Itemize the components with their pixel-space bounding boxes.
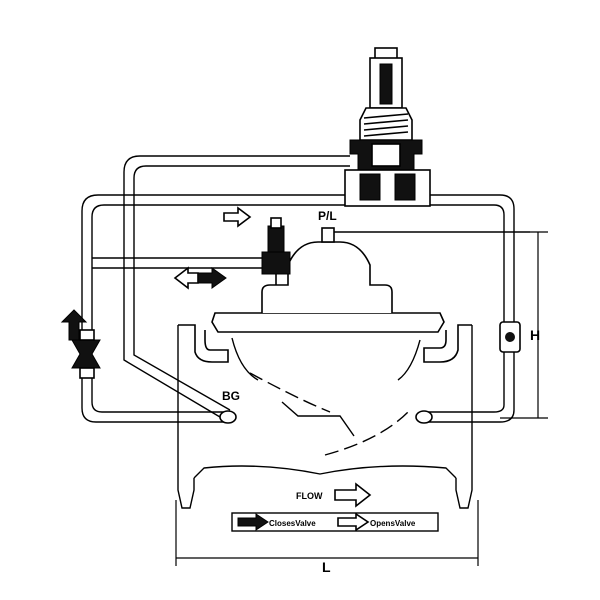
height-dimension-label: H (530, 327, 540, 343)
bg-port-left (219, 410, 237, 424)
needle-valve-icon (261, 217, 291, 285)
close-arrow-icon-right (197, 267, 227, 289)
ball-valve-icon (499, 321, 521, 353)
strainer-icon (71, 329, 101, 379)
legend-closes-text: ClosesValve (269, 519, 316, 528)
open-legend-arrow (337, 512, 370, 532)
dimension-lines (175, 231, 548, 566)
up-arrow-icon (60, 309, 88, 341)
close-arrow-icon (173, 266, 199, 290)
length-dimension-label: L (322, 559, 331, 575)
valve-body (177, 227, 473, 509)
open-arrow-icon (223, 206, 252, 228)
flow-arrow-icon (334, 482, 372, 508)
bg-label: BG (222, 389, 240, 403)
pilot-line-label: P/L (318, 209, 337, 223)
pilot-tubing (81, 155, 530, 423)
legend (231, 512, 439, 532)
flow-label: FLOW (296, 491, 323, 501)
port-right (415, 410, 433, 424)
close-legend-arrow (237, 513, 269, 531)
legend-opens-text: OpensValve (370, 519, 416, 528)
pilot-valve-icon (344, 47, 431, 207)
